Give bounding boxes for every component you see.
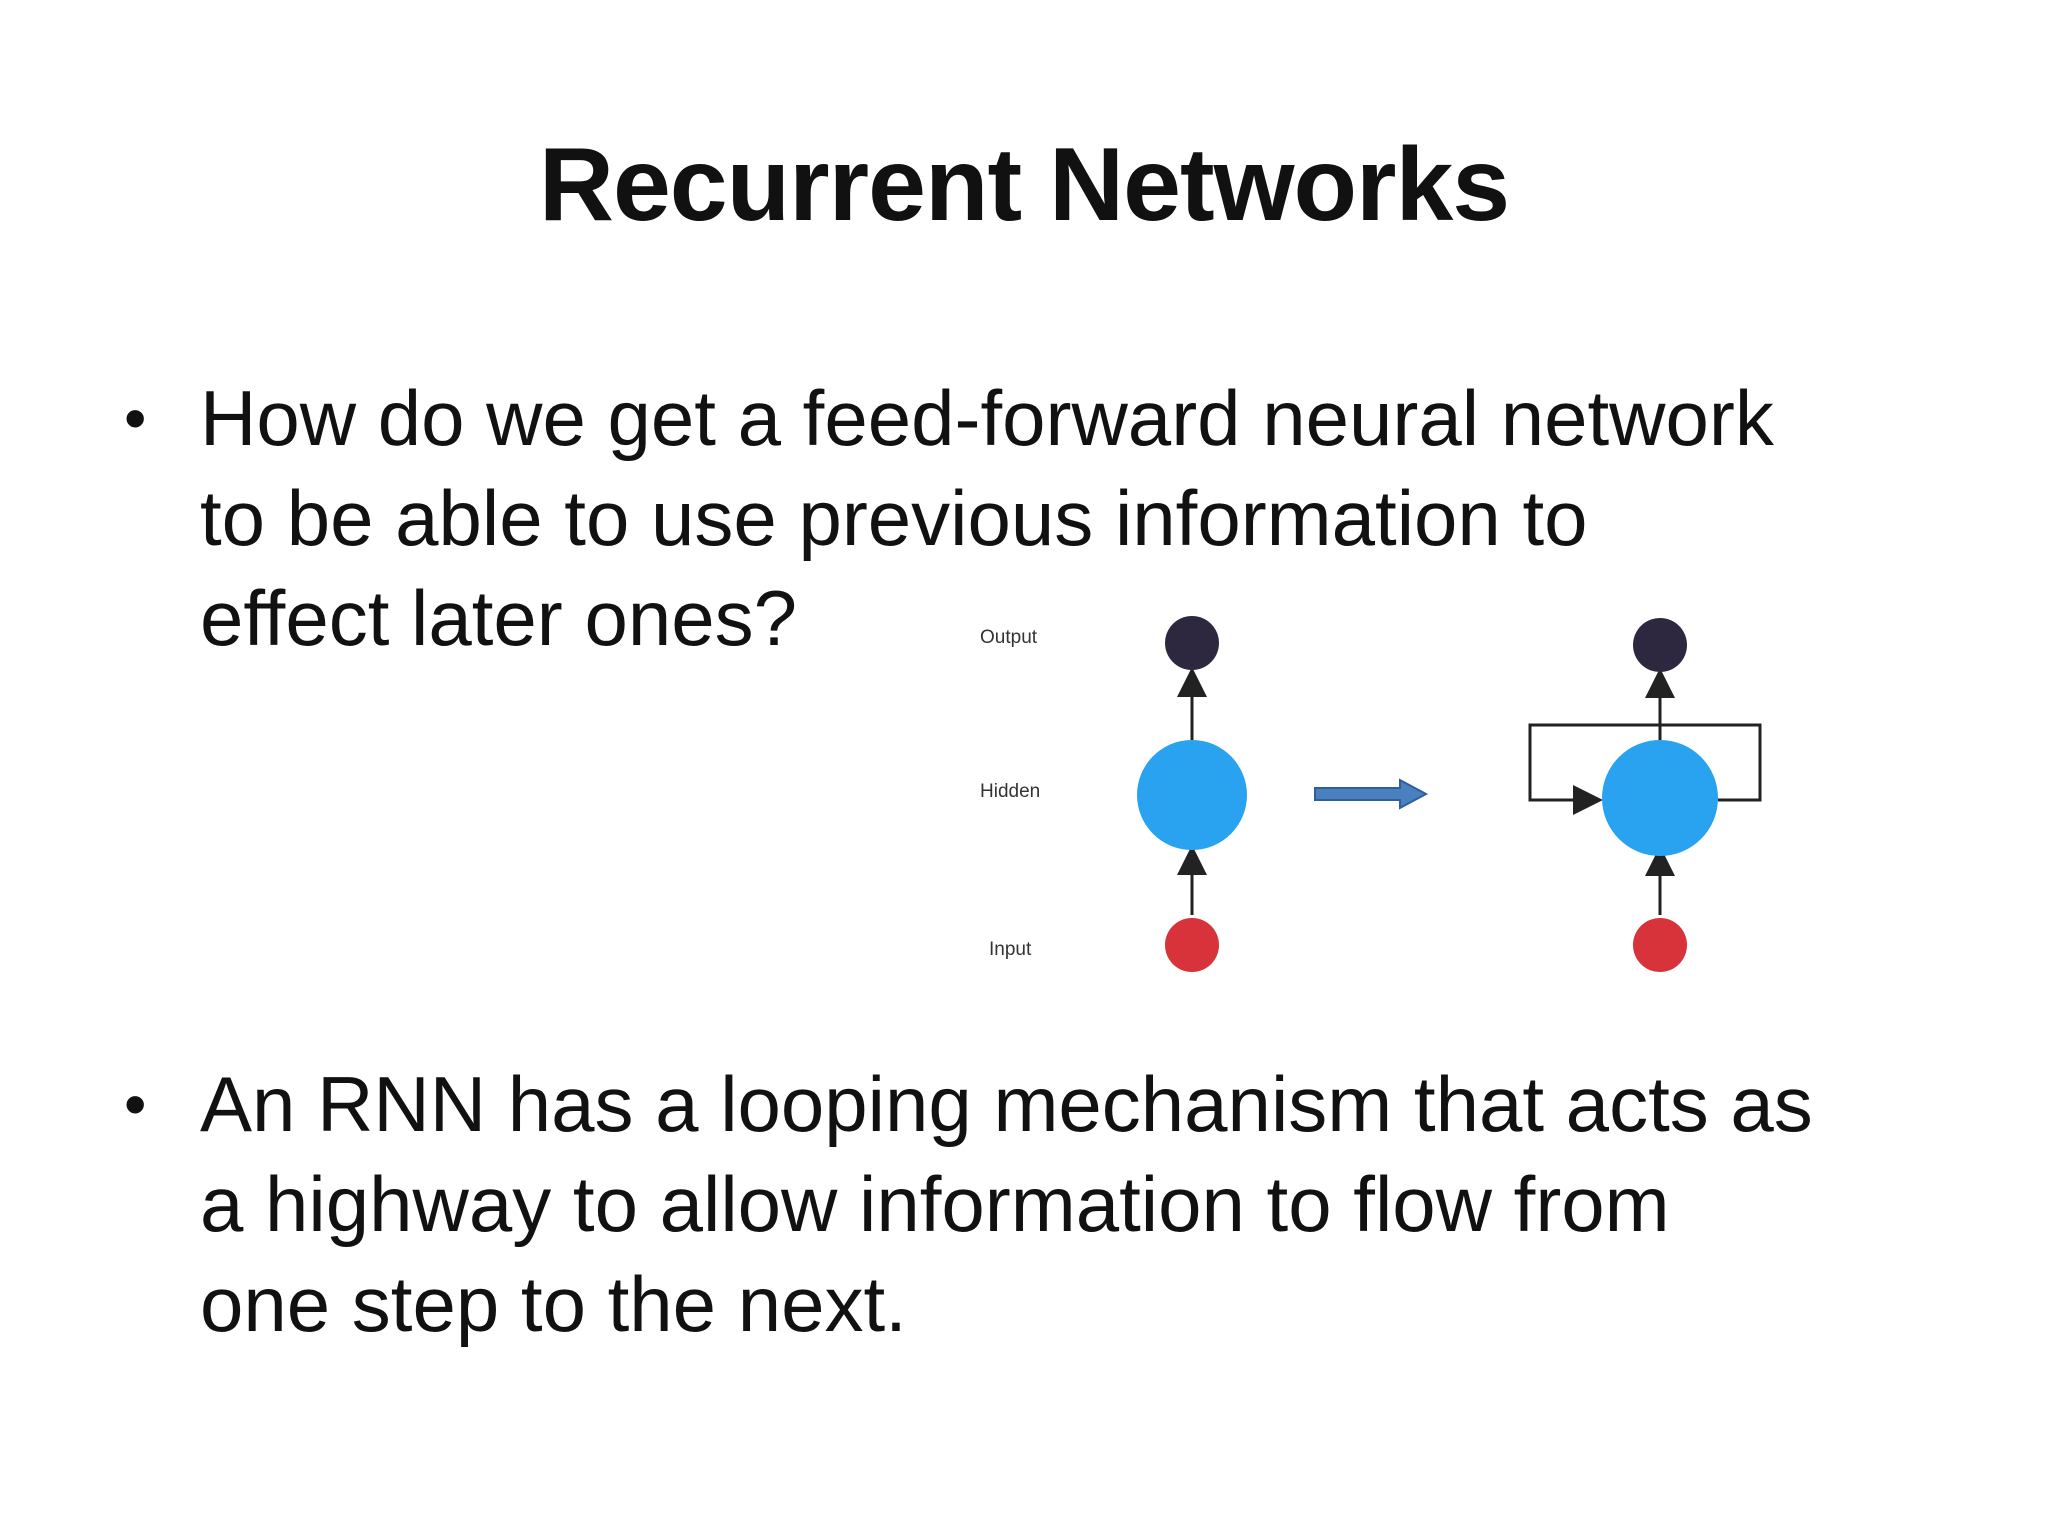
- recurrent-input-node: [1633, 918, 1687, 972]
- slide-title: Recurrent Networks: [538, 127, 1510, 243]
- hidden-node: [1137, 740, 1247, 850]
- input-node: [1165, 918, 1219, 972]
- transform-arrow: [1314, 778, 1429, 810]
- bullet-text: An RNN has a looping mechanism that acts…: [200, 1060, 1813, 1348]
- bullet-symbol: •: [124, 382, 147, 454]
- recurrent-output-node: [1633, 618, 1687, 672]
- recurrent-loop-left-edge: [1528, 723, 1660, 815]
- rnn-diagram: Output Hidden Input: [960, 590, 1820, 1000]
- output-node: [1165, 616, 1219, 670]
- bullet-text: How do we get a feed-forward neural netw…: [200, 374, 1774, 662]
- transform-arrow-shape: [1314, 778, 1429, 810]
- bullet-symbol: •: [124, 1068, 147, 1140]
- feedforward-network: [1137, 616, 1247, 972]
- input-label: Input: [989, 939, 1032, 960]
- hidden-label: Hidden: [980, 781, 1040, 802]
- recurrent-loop-right-edge: [1660, 723, 1762, 802]
- bullet-item: • An RNN has a looping mechanism that ac…: [124, 1054, 1944, 1354]
- output-label: Output: [980, 627, 1038, 648]
- recurrent-hidden-node: [1602, 740, 1718, 856]
- bullet-item: • How do we get a feed-forward neural ne…: [124, 368, 1944, 668]
- recurrent-network: [1528, 618, 1762, 972]
- rnn-diagram-svg: Output Hidden Input: [960, 590, 1820, 1000]
